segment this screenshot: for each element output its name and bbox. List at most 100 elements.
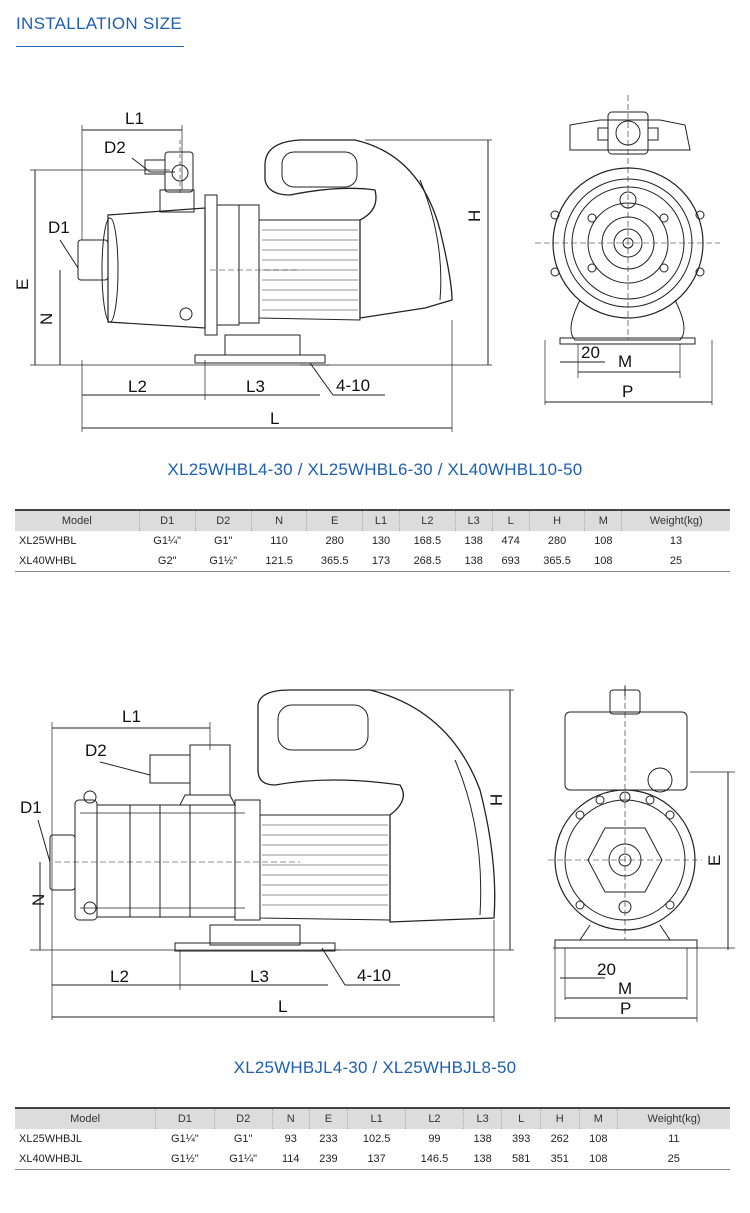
dim-label-L3: L3 [246, 377, 265, 396]
page-header: INSTALLATION SIZE [16, 14, 183, 33]
col-l2: L2 [399, 509, 456, 531]
cell-weight: 25 [621, 551, 730, 572]
cell-l3: 138 [464, 535, 483, 547]
dim-label-D1: D1 [48, 218, 70, 237]
col-h: H [539, 1107, 580, 1129]
cell-model: XL40WHBJL [15, 1149, 156, 1170]
cell-d1: G2" [139, 551, 196, 572]
dim-label-N-2: N [29, 894, 48, 906]
cell-e: 365.5 [306, 551, 363, 572]
dim-label-M-2: M [618, 979, 632, 998]
col-weight: Weight(kg) [617, 1107, 730, 1129]
col-d2: D2 [213, 1107, 273, 1129]
cell-n: 93 [284, 1133, 297, 1145]
cell-l: 581 [501, 1149, 541, 1170]
cell-d2: G1½" [195, 551, 252, 572]
cell-model: XL25WHBL [19, 535, 77, 547]
header-underline [16, 46, 184, 47]
spec-table-2: Model D1 D2 N E L1 L2 L3 L H M Weight(kg… [15, 1107, 730, 1170]
table-row: XL25WHBJL G1¼" G1" 93 233 102.5 99 138 3… [15, 1129, 730, 1149]
col-weight: Weight(kg) [621, 509, 730, 531]
cell-l: 693 [492, 551, 530, 572]
front-view-drawing-1: 20 M P [530, 90, 750, 410]
dim-label-L1: L1 [125, 109, 144, 128]
side-view-drawing-2: L1 D2 D1 N L2 L3 4-10 L H [0, 680, 530, 1030]
cell-model: XL25WHBJL [19, 1133, 82, 1145]
col-l3: L3 [462, 1107, 502, 1129]
col-model: Model [15, 509, 140, 531]
cell-l1: 102.5 [362, 1133, 391, 1145]
cell-l: 393 [512, 1133, 531, 1145]
cell-d1: G1½" [155, 1149, 214, 1170]
cell-n: 114 [272, 1149, 310, 1170]
cell-l2: 268.5 [399, 551, 456, 572]
model-series-title-1: XL25WHBL4-30 / XL25WHBL6-30 / XL40WHBL10… [167, 460, 583, 479]
cell-l3: 138 [463, 1149, 502, 1170]
col-m: M [584, 509, 622, 531]
cell-l1: 137 [347, 1149, 406, 1170]
model-series-title-2: XL25WHBJL4-30 / XL25WHBJL8-50 [233, 1058, 517, 1077]
cell-e: 280 [325, 535, 344, 547]
col-n: N [271, 1107, 310, 1129]
dim-label-L3-2: L3 [250, 967, 269, 986]
cell-m: 108 [579, 1149, 618, 1170]
col-d1: D1 [155, 1107, 214, 1129]
cell-h: 351 [540, 1149, 580, 1170]
col-l1: L1 [347, 1107, 406, 1129]
col-l1: L1 [361, 509, 400, 531]
dim-label-L-2: L [278, 997, 287, 1016]
col-d1: D1 [138, 509, 196, 531]
col-l2: L2 [405, 1107, 464, 1129]
col-e: E [306, 509, 363, 531]
col-e: E [308, 1107, 348, 1129]
dim-label-H: H [465, 210, 484, 222]
dim-label-d20: 20 [581, 343, 600, 362]
cell-m: 108 [589, 1133, 608, 1145]
dim-label-L: L [270, 409, 279, 428]
dim-label-holes: 4-10 [336, 376, 370, 395]
col-l: L [501, 1107, 541, 1129]
dim-label-D2: D2 [104, 138, 126, 157]
cell-l2: 168.5 [413, 535, 442, 547]
dim-label-d20-2: 20 [597, 960, 616, 979]
table-row: XL40WHBJL G1½" G1¼" 114 239 137 146.5 13… [15, 1149, 730, 1170]
dim-label-holes-2: 4-10 [357, 966, 391, 985]
cell-n: 110 [270, 535, 288, 547]
cell-l1: 130 [371, 535, 391, 547]
cell-weight: 25 [617, 1149, 730, 1170]
dim-label-N: N [37, 313, 56, 325]
col-h: H [528, 509, 585, 531]
cell-weight: 11 [668, 1133, 680, 1145]
spec-table-1: Model D1 D2 N E L1 L2 L3 L H M Weight(kg… [15, 509, 730, 572]
cell-e: 233 [319, 1133, 338, 1145]
col-n: N [250, 509, 307, 531]
dim-label-D2-2: D2 [85, 741, 107, 760]
cell-d1: G1¼" [170, 1133, 199, 1145]
dim-label-P-2: P [620, 999, 631, 1018]
dim-label-L2-2: L2 [110, 967, 129, 986]
cell-n: 121.5 [251, 551, 307, 572]
table-row: XL25WHBL G1¼" G1" 110 280 130 168.5 138 … [15, 531, 730, 551]
cell-h: 262 [550, 1133, 569, 1145]
cell-l2: 99 [428, 1133, 441, 1145]
side-view-drawing-1: L1 D2 D1 E N L2 L3 4-10 L H [0, 90, 500, 440]
table-header-row: Model D1 D2 N E L1 L2 L3 L H M Weight(kg… [15, 1107, 730, 1129]
cell-h: 280 [547, 535, 567, 547]
dim-label-L2: L2 [128, 377, 147, 396]
dim-label-E: E [13, 279, 32, 290]
cell-h: 365.5 [529, 551, 585, 572]
col-model: Model [15, 1107, 156, 1129]
dim-label-M: M [618, 352, 632, 371]
cell-l3: 138 [455, 551, 493, 572]
col-l3: L3 [454, 509, 493, 531]
cell-d2: G1" [233, 1133, 253, 1145]
dim-label-E-2: E [705, 855, 724, 866]
cell-l3: 138 [473, 1133, 492, 1145]
table-header-row: Model D1 D2 N E L1 L2 L3 L H M Weight(kg… [15, 509, 730, 531]
dim-label-L1-2: L1 [122, 707, 141, 726]
cell-weight: 13 [669, 535, 683, 547]
cell-l: 474 [501, 535, 520, 547]
col-m: M [578, 1107, 618, 1129]
cell-e: 239 [309, 1149, 348, 1170]
col-d2: D2 [194, 509, 252, 531]
